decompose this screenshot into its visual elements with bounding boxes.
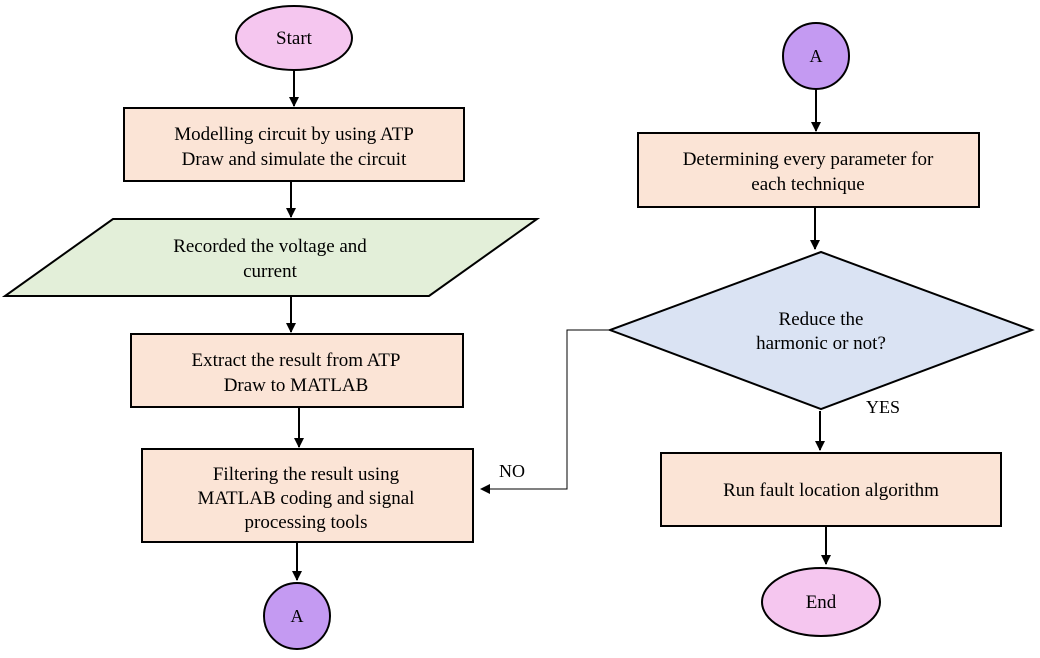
arrow-decision-no-to-filtering <box>480 329 610 494</box>
yes-label: YES <box>866 397 900 417</box>
decision-label-line-1: Reduce the <box>779 309 864 330</box>
recorded-label-line-1: Recorded the voltage and <box>173 236 367 257</box>
filtering-label-line-3: processing tools <box>245 512 368 533</box>
connector-a-top: A <box>782 22 850 90</box>
determining-process-box: Determining every parameter for each tec… <box>637 132 980 208</box>
run-algorithm-label: Run fault location algorithm <box>723 480 939 501</box>
connector-a-bottom-label: A <box>291 606 304 626</box>
end-terminal: End <box>761 567 881 637</box>
extract-label-line-1: Extract the result from ATP <box>192 350 401 371</box>
filtering-process-box: Filtering the result using MATLAB coding… <box>141 448 474 543</box>
filtering-label-line-1: Filtering the result using <box>213 464 400 485</box>
connector-a-bottom: A <box>263 582 331 650</box>
run-algorithm-process-box: Run fault location algorithm <box>660 452 1002 527</box>
decision-label-line-2: harmonic or not? <box>756 333 886 354</box>
extract-process-box: Extract the result from ATP Draw to MATL… <box>130 333 464 408</box>
modelling-label-line-1: Modelling circuit by using ATP <box>174 124 414 145</box>
decision-diamond: Reduce the harmonic or not? <box>607 250 1035 411</box>
filtering-label-line-2: MATLAB coding and signal <box>198 488 415 509</box>
recorded-io-parallelogram: Recorded the voltage and current <box>1 218 541 297</box>
start-label: Start <box>276 28 313 49</box>
determining-label-line-1: Determining every parameter for <box>683 149 934 170</box>
end-label: End <box>806 592 837 613</box>
modelling-process-box: Modelling circuit by using ATP Draw and … <box>123 107 465 182</box>
no-label: NO <box>499 461 525 481</box>
modelling-label-line-2: Draw and simulate the circuit <box>182 149 407 170</box>
connector-a-top-label: A <box>810 46 823 66</box>
extract-label-line-2: Draw to MATLAB <box>224 375 369 396</box>
start-terminal: Start <box>235 5 353 71</box>
recorded-label-line-2: current <box>243 261 298 282</box>
determining-label-line-2: each technique <box>751 174 864 195</box>
